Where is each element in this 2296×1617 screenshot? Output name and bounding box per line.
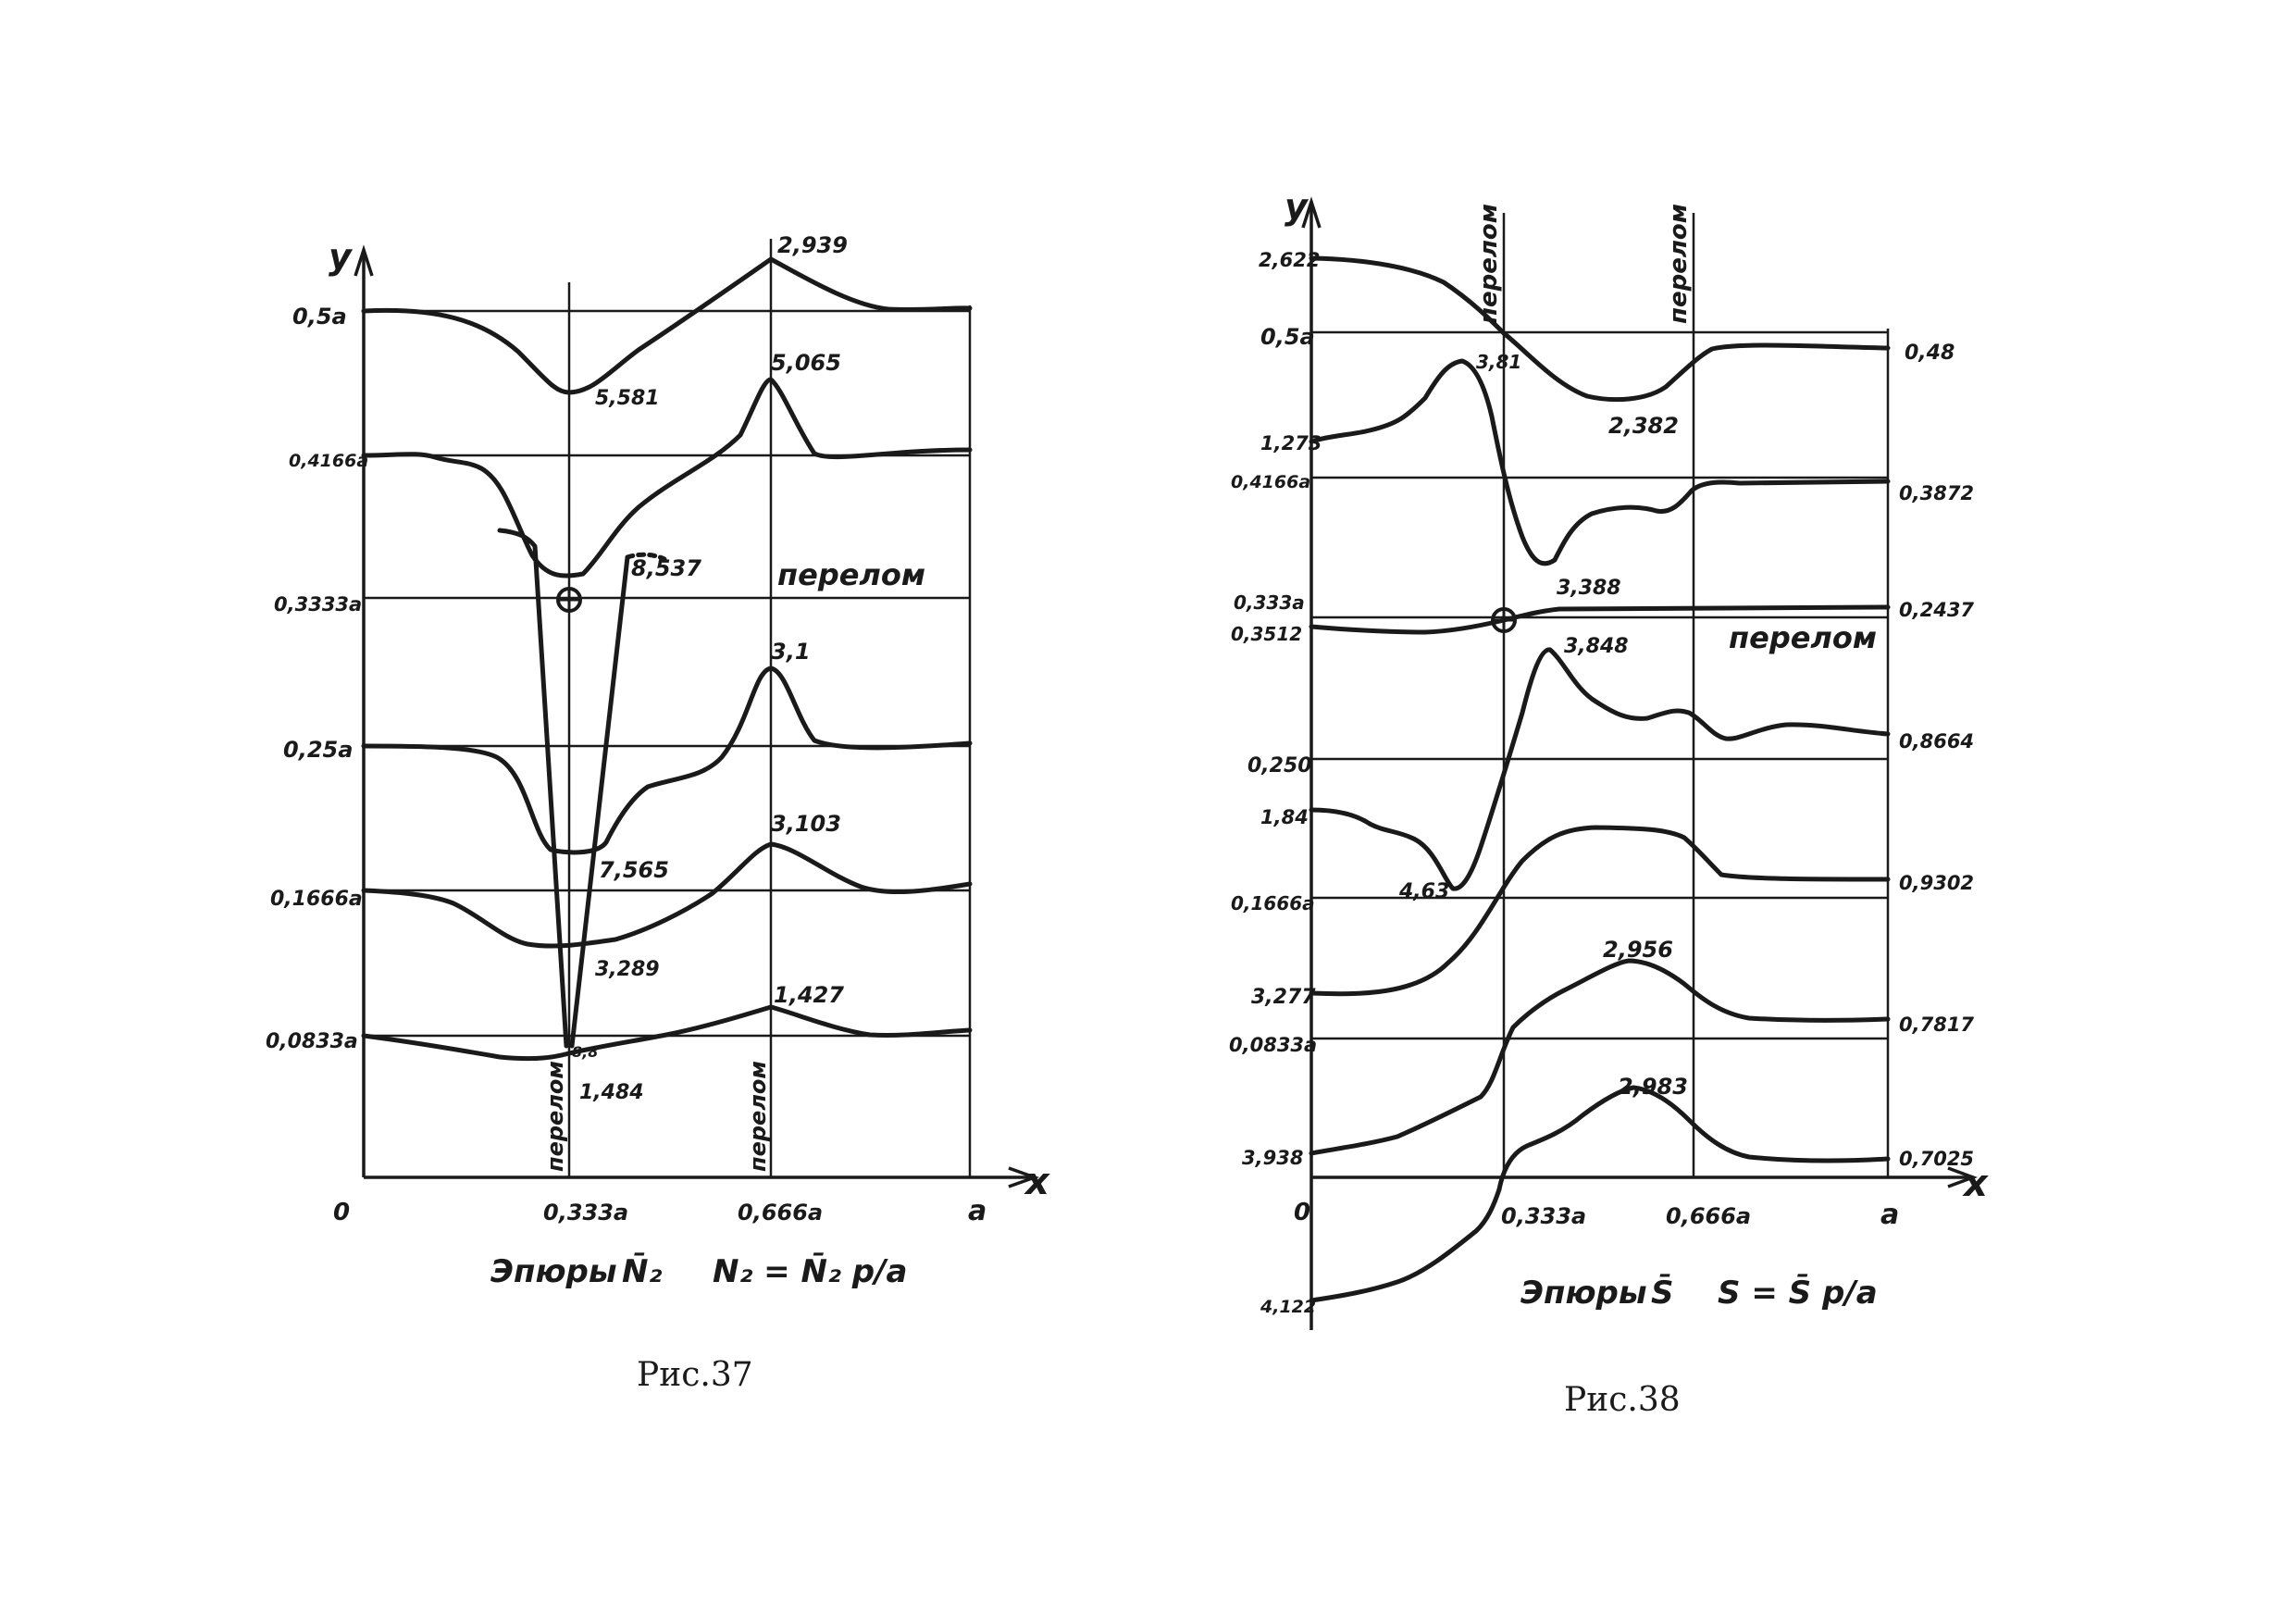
fig38-x-arrow [1947, 1166, 1979, 1188]
fig37-value-1484: 1,484 [579, 1081, 644, 1104]
fig37-ytick-0: 0 [333, 1199, 350, 1226]
fig37-value-5065: 5,065 [771, 350, 841, 376]
fig38-value-2382: 2,382 [1608, 413, 1679, 439]
fig37-title-symbol: N̄₂ [622, 1251, 662, 1290]
fig38-right-value-07817: 0,7817 [1899, 1014, 1974, 1036]
fig38-curve-0 [1309, 1085, 1891, 1303]
fig38-left-value-184: 1,84 [1260, 806, 1309, 828]
fig37-value-5581: 5,581 [595, 387, 660, 410]
fig37-curve-04166 [361, 377, 973, 578]
fig37-ytick-025: 0,25a [283, 737, 353, 763]
fig38-value-381: 3,81 [1476, 351, 1521, 373]
fig38-title-text: Эпюры [1520, 1275, 1647, 1312]
fig37-y-arrow [354, 244, 374, 277]
fig38-ytick-00833: 0,0833a [1229, 1034, 1317, 1056]
fig38-left-value-03512: 0,3512 [1231, 623, 1302, 645]
figure-37: y x 0,5a 0,4166a 0,3333a 0,25a 0,1666a 0… [266, 232, 1050, 1394]
fig37-y-axis-label: y [329, 236, 354, 277]
fig37-xtick-0666a: 0,666a [738, 1200, 823, 1225]
fig38-break-label: перелом [1729, 620, 1877, 655]
fig38-left-value-2622: 2,622 [1259, 249, 1320, 271]
fig38-break-point-cross [1493, 609, 1515, 631]
fig38-right-value-09302: 0,9302 [1899, 872, 1974, 894]
fig38-curve-01666 [1309, 825, 1891, 997]
fig37-curve-01666 [361, 841, 973, 949]
fig37-break-right-hook [625, 552, 667, 562]
fig37-break-label: перелом [777, 557, 925, 592]
fig37-break-right-line [569, 554, 630, 1049]
fig38-value-2956: 2,956 [1603, 937, 1673, 963]
fig38-curve-04166 [1309, 358, 1891, 566]
fig38-xtick-a: a [1880, 1199, 1899, 1231]
fig38-value-3388: 3,388 [1557, 577, 1621, 600]
fig37-xtick-0333a: 0,333a [543, 1200, 628, 1225]
fig38-curve-025 [1309, 647, 1891, 891]
fig37-xtick-a: a [968, 1195, 987, 1227]
fig38-right-value-08664: 0,8664 [1899, 730, 1974, 753]
fig38-ytick-05: 0,5a [1260, 324, 1315, 350]
fig38-right-value-03872: 0,3872 [1899, 482, 1974, 504]
fig38-ytick-0: 0 [1294, 1199, 1310, 1226]
fig37-caption: Рис.37 [637, 1356, 753, 1394]
fig37-title-text: Эпюры [490, 1253, 617, 1290]
fig38-vertical-label-0666: перелом [1665, 204, 1693, 324]
fig38-title-symbol: S̄ [1651, 1273, 1674, 1312]
fig37-vertical-label-0333: перелом [542, 1061, 568, 1172]
fig37-ytick-00833: 0,0833a [266, 1030, 358, 1053]
fig37-value-2939: 2,939 [777, 232, 848, 258]
fig38-x-axis-label: x [1962, 1163, 1989, 1205]
fig38-left-value-4122: 4,122 [1260, 1297, 1316, 1317]
fig37-value-7565: 7,565 [599, 857, 669, 883]
fig38-xtick-0333a: 0,333a [1501, 1203, 1586, 1229]
fig37-x-arrow [1008, 1166, 1040, 1188]
fig38-curve-0333 [1309, 604, 1891, 635]
figure-38: y x 0,5a 0,4166a 0,333a 0,250 0,1666a 0,… [1229, 186, 1989, 1419]
fig37-break-left-line [497, 528, 569, 1049]
fig38-value-463: 4,63 [1398, 880, 1449, 903]
fig37-ytick-04166: 0,4166a [289, 451, 368, 471]
fig38-ytick-0333: 0,333a [1234, 591, 1305, 614]
fig38-right-value-02437: 0,2437 [1899, 599, 1974, 621]
fig37-vertical-label-0666: перелом [745, 1061, 771, 1172]
fig38-vertical-label-0333: перелом [1475, 204, 1503, 324]
fig37-curve-00833 [361, 1004, 973, 1062]
fig38-ytick-04166: 0,4166a [1231, 472, 1310, 492]
fig37-value-3289: 3,289 [595, 958, 660, 981]
fig38-y-axis-label: y [1285, 186, 1309, 227]
fig37-ytick-01666: 0,1666a [270, 888, 363, 911]
fig37-value-3103: 3,103 [771, 811, 841, 837]
fig37-value-8537: 8,537 [631, 555, 701, 581]
fig38-left-value-1273: 1,273 [1260, 432, 1322, 454]
fig37-value-31: 3,1 [771, 639, 811, 665]
fig38-caption: Рис.38 [1564, 1381, 1681, 1419]
fig37-ytick-03333: 0,3333a [274, 593, 362, 616]
fig37-x-axis-label: x [1024, 1161, 1050, 1203]
fig38-right-value-048: 0,48 [1905, 342, 1955, 365]
fig38-value-3848: 3,848 [1564, 635, 1629, 658]
fig38-left-value-3938: 3,938 [1242, 1147, 1303, 1169]
fig37-curve-05 [361, 256, 973, 395]
fig38-ytick-01666: 0,1666a [1231, 892, 1315, 914]
fig37-value-88: 8,8 [572, 1043, 598, 1061]
fig37-formula: N₂ = N̄₂ p/a [713, 1251, 907, 1290]
fig38-curve-00833 [1309, 958, 1891, 1156]
fig38-left-value-3277: 3,277 [1251, 986, 1316, 1009]
fig38-curve-top [1309, 255, 1891, 403]
fig38-xtick-0666a: 0,666a [1666, 1203, 1751, 1229]
fig37-value-1427: 1,427 [774, 982, 844, 1008]
fig38-value-2983: 2,983 [1618, 1074, 1688, 1100]
fig38-right-value-07025: 0,7025 [1899, 1148, 1974, 1170]
fig37-ytick-05: 0,5a [292, 304, 347, 330]
fig38-ytick-025: 0,250 [1247, 754, 1312, 777]
fig37-break-point-cross [558, 589, 580, 611]
fig37-curve-025 [361, 665, 973, 855]
fig38-y-arrow [1301, 196, 1322, 229]
fig38-formula: S = S̄ p/a [1718, 1273, 1878, 1312]
